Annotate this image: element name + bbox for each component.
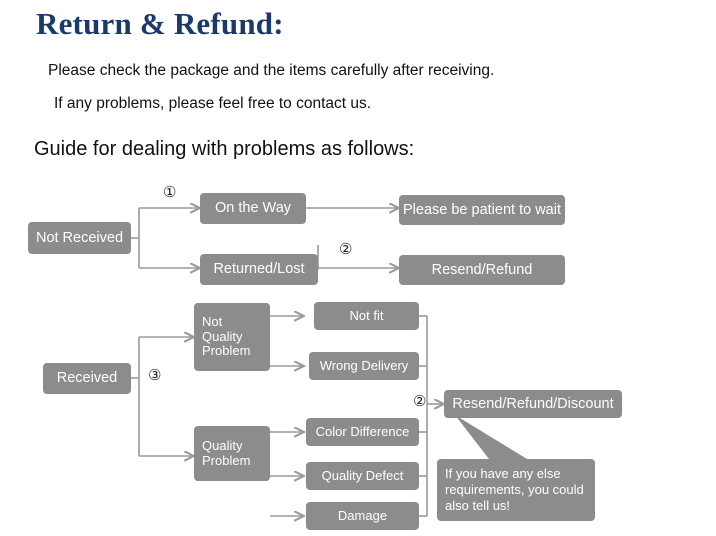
node-resend-refund-discount[interactable]: Resend/Refund/Discount bbox=[444, 390, 622, 418]
node-not-fit[interactable]: Not fit bbox=[314, 302, 419, 330]
node-color-difference[interactable]: Color Difference bbox=[306, 418, 419, 446]
node-please-be-patient[interactable]: Please be patient to wait bbox=[399, 195, 565, 225]
node-not-quality-problem[interactable]: Not Quality Problem bbox=[194, 303, 270, 371]
node-quality-problem[interactable]: Quality Problem bbox=[194, 426, 270, 481]
marker-2-bottom: ② bbox=[413, 393, 427, 410]
node-received[interactable]: Received bbox=[43, 363, 131, 394]
marker-1: ① bbox=[163, 184, 177, 201]
node-note[interactable]: If you have any else requirements, you c… bbox=[437, 459, 595, 521]
node-quality-defect[interactable]: Quality Defect bbox=[306, 462, 419, 490]
instruction-line-1: Please check the package and the items c… bbox=[48, 62, 495, 79]
node-returned-lost[interactable]: Returned/Lost bbox=[200, 254, 318, 285]
node-on-the-way[interactable]: On the Way bbox=[200, 193, 306, 224]
marker-3: ③ bbox=[148, 367, 162, 384]
instruction-line-2: If any problems, please feel free to con… bbox=[54, 95, 372, 112]
node-damage[interactable]: Damage bbox=[306, 502, 419, 530]
page-title: Return & Refund: bbox=[36, 6, 284, 41]
node-resend-refund[interactable]: Resend/Refund bbox=[399, 255, 565, 285]
marker-2-top: ② bbox=[339, 241, 353, 258]
guide-heading: Guide for dealing with problems as follo… bbox=[34, 138, 415, 160]
node-wrong-delivery[interactable]: Wrong Delivery bbox=[309, 352, 419, 380]
node-not-received[interactable]: Not Received bbox=[28, 222, 131, 254]
